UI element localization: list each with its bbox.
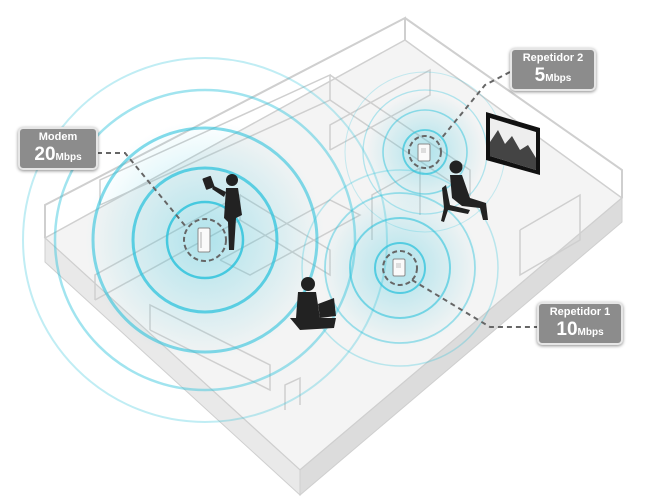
person-with-laptop-icon (290, 277, 336, 330)
device-speed-unit: Mbps (55, 152, 82, 163)
repeater-1-leader-line (411, 279, 537, 328)
repeater-2-device (408, 135, 442, 169)
modem-icon (197, 227, 211, 253)
modem-highlight (183, 218, 227, 262)
back-wall-right (404, 17, 623, 198)
person-on-chair-icon (441, 160, 488, 222)
repeater-icon (417, 143, 431, 162)
outer-wall-right (299, 196, 623, 497)
device-speed-unit: Mbps (577, 327, 604, 338)
signal-ring (91, 126, 319, 354)
repeater-2-callout: Repetidor 2 5Mbps (510, 48, 596, 91)
tv-landscape-icon (486, 112, 540, 175)
signal-ring (301, 169, 499, 367)
repeater-2-leader-line (439, 71, 511, 141)
device-speed-unit: Mbps (545, 73, 572, 84)
modem-leader-line (88, 152, 188, 229)
callout-leaders (88, 71, 537, 328)
signal-ring (165, 200, 245, 280)
signal-ring (324, 192, 476, 344)
device-name: Repetidor 1 (549, 306, 611, 318)
repeater-icon (392, 258, 406, 277)
device-speed: 20 (34, 144, 56, 165)
signal-ring (374, 242, 426, 294)
repeater-1-device (382, 250, 418, 286)
repeater-2-highlight (408, 135, 442, 169)
device-speed: 10 (556, 319, 578, 340)
signal-ring (349, 217, 451, 319)
repeater-1-highlight (382, 250, 418, 286)
person-with-tablet-icon (202, 174, 242, 250)
modem-device (183, 218, 227, 262)
modem-callout: Modem 20Mbps (18, 127, 98, 170)
device-name: Modem (38, 131, 78, 143)
signal-ring (402, 129, 448, 175)
device-speed: 5 (534, 65, 546, 86)
signal-ring (131, 166, 279, 314)
repeater-1-callout: Repetidor 1 10Mbps (537, 302, 623, 345)
back-wall-left (44, 16, 406, 238)
device-name: Repetidor 2 (522, 52, 584, 64)
